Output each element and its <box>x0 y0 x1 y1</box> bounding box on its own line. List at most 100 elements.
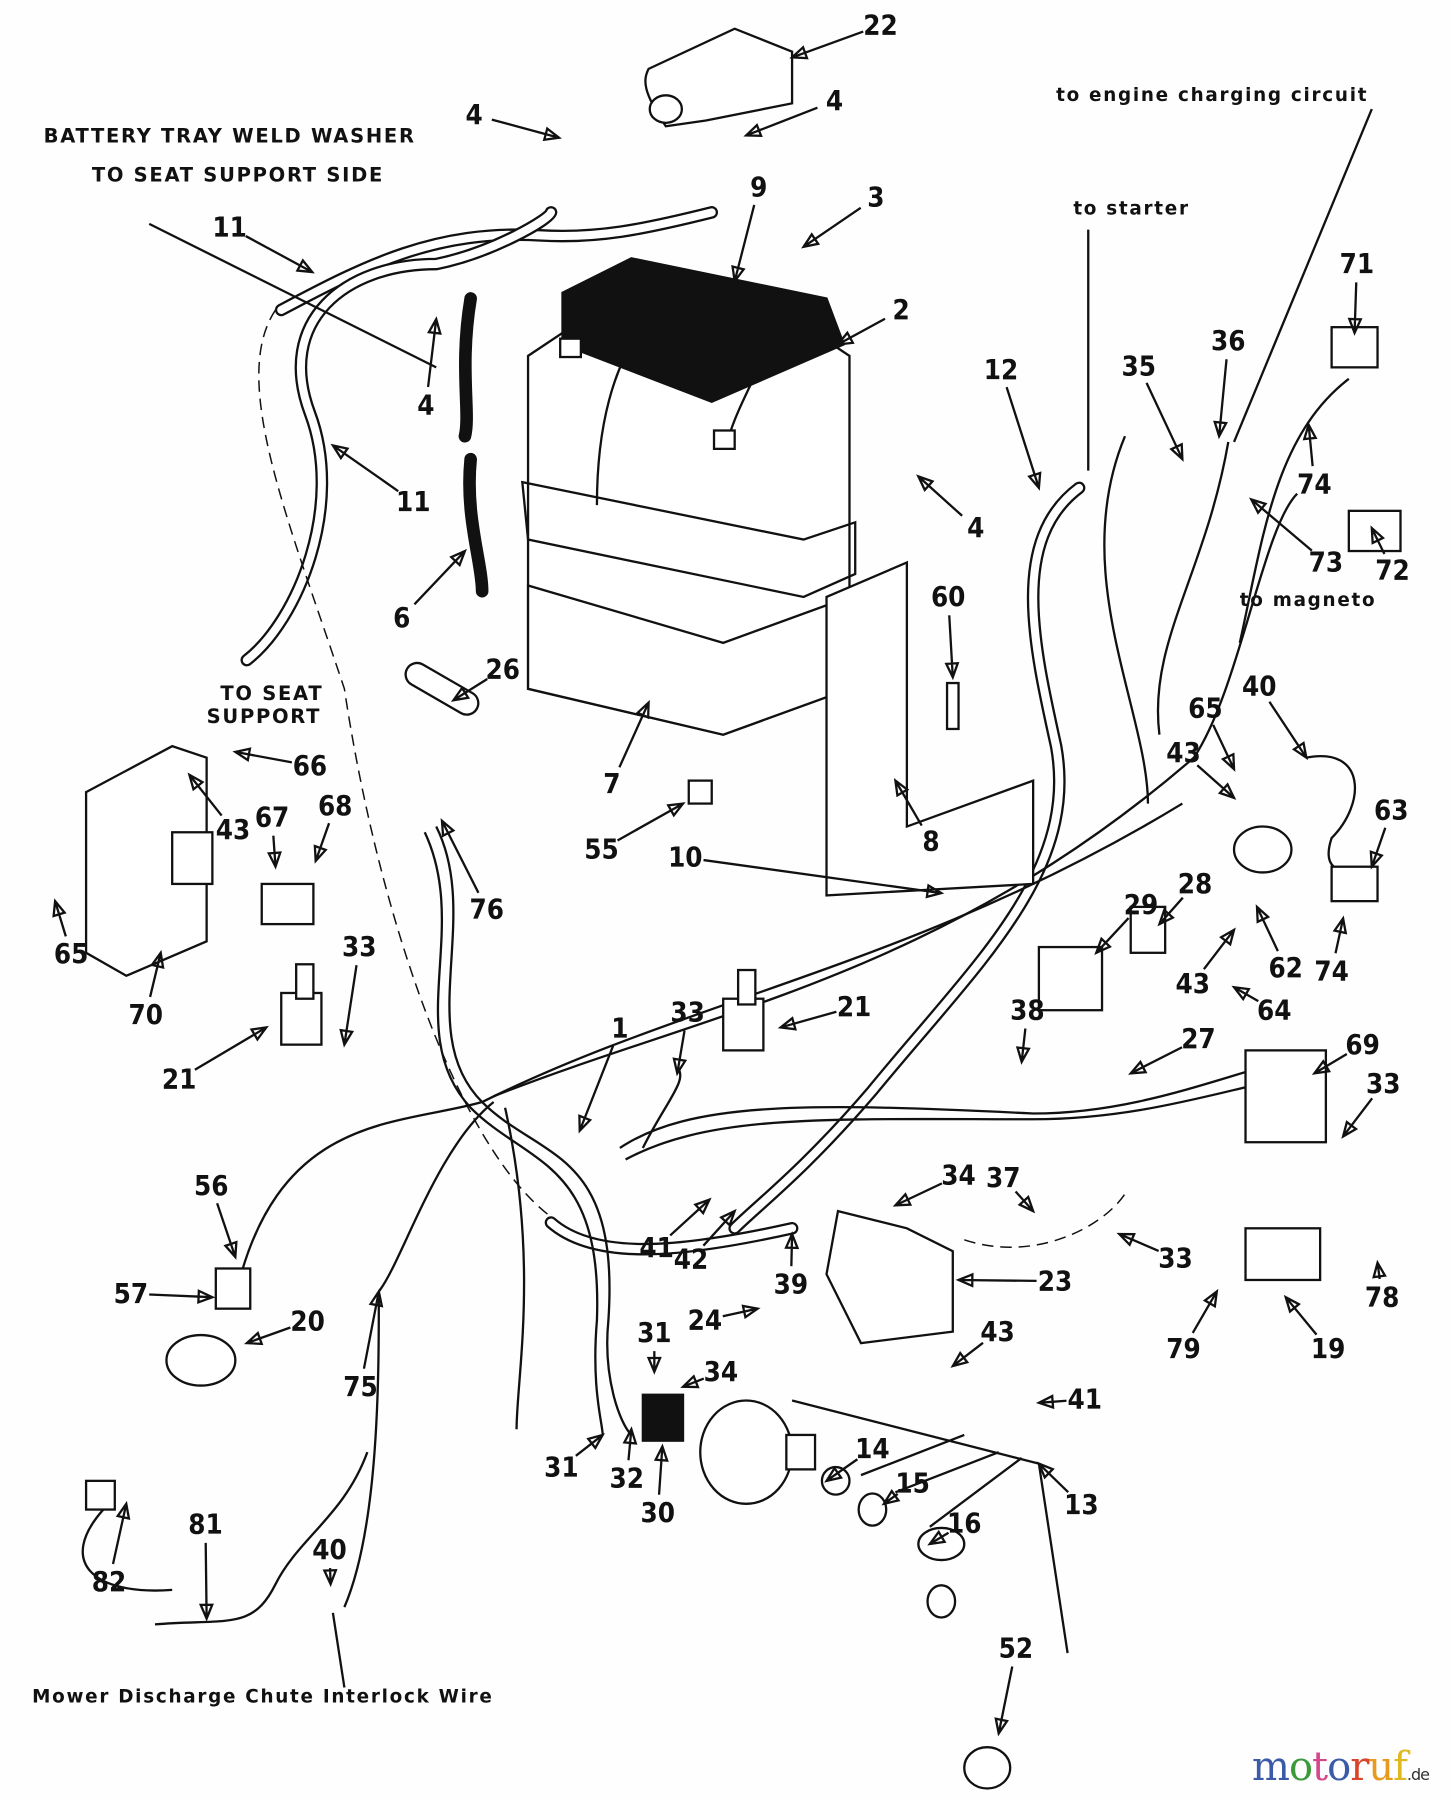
callout-label-38: 38 <box>1010 994 1045 1026</box>
note-starter: to starter <box>1073 199 1189 220</box>
callout-arrow-76 <box>440 818 480 894</box>
callout-label-33: 33 <box>1158 1242 1193 1274</box>
callout-label-14: 14 <box>855 1433 890 1465</box>
callout-label-37: 37 <box>986 1162 1021 1194</box>
callout-label-35: 35 <box>1122 350 1157 382</box>
callout-arrow-22 <box>789 30 864 60</box>
callout-arrow-56 <box>216 1202 238 1260</box>
callout-label-29: 29 <box>1124 889 1159 921</box>
callout-arrow-43 <box>187 772 223 817</box>
watermark-letter: r <box>1350 1744 1369 1790</box>
watermark-letter: o <box>1327 1744 1351 1790</box>
callout-label-63: 63 <box>1374 795 1408 827</box>
callout-arrow-6 <box>413 548 467 606</box>
callout-label-33: 33 <box>1366 1068 1401 1100</box>
callout-arrow-72 <box>1370 525 1386 555</box>
watermark-letter: u <box>1368 1744 1394 1790</box>
callout-label-72: 72 <box>1375 555 1409 587</box>
callout-label-42: 42 <box>674 1243 709 1275</box>
callout-label-62: 62 <box>1268 952 1302 984</box>
callout-arrow-4 <box>426 316 442 388</box>
callout-arrow-43 <box>1202 927 1236 970</box>
callout-label-11: 11 <box>396 486 430 518</box>
callout-arrow-66 <box>232 747 293 764</box>
callout-label-40: 40 <box>1242 671 1276 703</box>
callout-arrow-79 <box>1191 1288 1219 1334</box>
callout-label-57: 57 <box>114 1278 148 1310</box>
watermark-letter: f <box>1393 1744 1408 1790</box>
callout-arrow-31 <box>575 1433 606 1457</box>
callout-label-67: 67 <box>255 802 289 834</box>
callout-label-1: 1 <box>611 1013 628 1045</box>
callout-label-60: 60 <box>931 581 966 613</box>
callout-arrow-29 <box>1094 917 1130 955</box>
callout-arrow-4 <box>916 474 963 517</box>
callout-arrow-63 <box>1369 827 1387 870</box>
callout-label-73: 73 <box>1309 547 1343 579</box>
callout-arrow-2 <box>835 317 886 346</box>
callout-arrow-16 <box>927 1529 950 1546</box>
callout-label-74: 74 <box>1297 469 1332 501</box>
callout-arrow-1 <box>578 1045 615 1134</box>
callout-label-7: 7 <box>603 768 620 800</box>
callout-label-65: 65 <box>1188 692 1223 724</box>
callout-arrow-73 <box>1248 497 1313 552</box>
components <box>81 326 1402 1790</box>
callout-arrow-40 <box>322 1568 338 1588</box>
callout-arrow-65 <box>52 898 67 937</box>
callout-label-20: 20 <box>290 1305 325 1337</box>
battery-cables <box>240 206 1086 1256</box>
callout-arrow-82 <box>111 1500 131 1565</box>
motoruf-watermark-logo: motoruf.de <box>1252 1744 1430 1790</box>
callout-arrow-75 <box>362 1288 384 1369</box>
callout-label-34: 34 <box>704 1356 739 1388</box>
note-magneto: to magneto <box>1240 590 1377 611</box>
callout-arrow-15 <box>881 1489 901 1506</box>
callout-label-41: 41 <box>1068 1384 1103 1416</box>
callout-arrow-8 <box>893 778 923 827</box>
callout-arrow-74 <box>1302 421 1318 467</box>
callout-arrow-41 <box>669 1197 712 1237</box>
callout-label-21: 21 <box>837 991 872 1023</box>
callout-label-43: 43 <box>980 1316 1015 1348</box>
callout-arrow-68 <box>313 822 331 864</box>
callout-label-40: 40 <box>312 1534 346 1566</box>
callout-label-69: 69 <box>1345 1029 1380 1061</box>
callout-arrow-32 <box>622 1426 638 1461</box>
callout-label-19: 19 <box>1311 1333 1345 1365</box>
callout-arrow-43 <box>1196 764 1237 800</box>
callout-label-4: 4 <box>465 99 482 131</box>
callout-label-11: 11 <box>212 211 247 243</box>
watermark-letter: m <box>1252 1744 1290 1790</box>
callout-label-31: 31 <box>544 1451 579 1483</box>
battery <box>521 257 857 736</box>
callout-label-66: 66 <box>293 750 327 782</box>
battery-bracket <box>825 560 1035 897</box>
note-to-seat: TO SEAT <box>220 682 323 705</box>
engine-charging-pointer <box>1232 108 1373 443</box>
callout-label-76: 76 <box>469 893 503 925</box>
callout-label-43: 43 <box>1166 737 1201 769</box>
note-seat-support-side: TO SEAT SUPPORT SIDE <box>92 163 384 186</box>
callout-label-79: 79 <box>1166 1333 1201 1365</box>
callout-arrow-10 <box>703 858 945 899</box>
callout-arrow-28 <box>1157 896 1184 927</box>
callout-arrow-40 <box>1268 701 1309 761</box>
callout-label-22: 22 <box>863 9 898 41</box>
callout-arrow-12 <box>1005 386 1042 491</box>
callout-arrow-19 <box>1283 1294 1318 1336</box>
callout-arrow-67 <box>267 835 282 870</box>
callout-arrow-70 <box>148 949 165 998</box>
callout-arrow-21 <box>777 1010 837 1031</box>
callout-arrow-71 <box>1347 282 1363 336</box>
callout-arrow-4 <box>743 106 818 138</box>
callout-arrow-9 <box>731 204 756 285</box>
callout-label-8: 8 <box>922 826 939 858</box>
callout-arrow-38 <box>1015 1028 1031 1065</box>
callout-arrow-21 <box>194 1025 269 1071</box>
callout-label-9: 9 <box>750 171 767 203</box>
callout-label-32: 32 <box>610 1463 645 1495</box>
